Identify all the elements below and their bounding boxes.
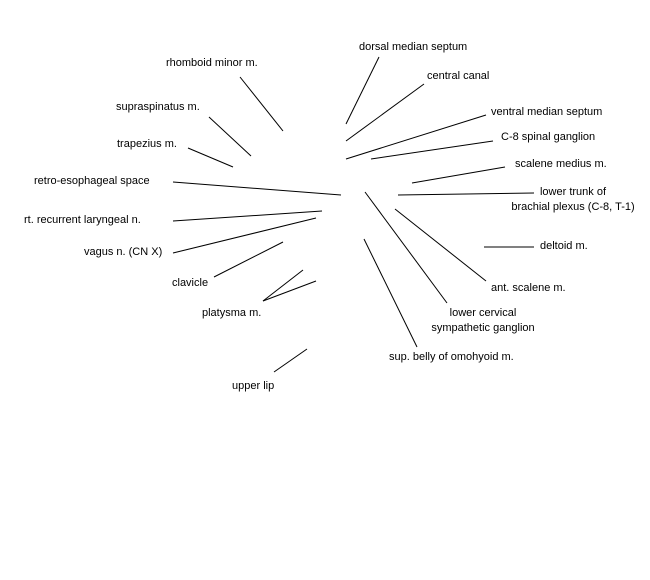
leader-line-ant-scalene: [394, 208, 487, 282]
leader-line-clavicle: [213, 241, 284, 278]
leader-line-upper-lip: [273, 348, 308, 373]
leader-line-rhomboid-minor: [239, 76, 284, 132]
leader-line-platysma-upper: [262, 269, 304, 302]
label-upper-lip: upper lip: [232, 380, 275, 392]
label-scalene-medius: scalene medius m.: [515, 158, 607, 170]
label-recurrent-laryngeal: rt. recurrent laryngeal n.: [24, 214, 141, 226]
label-c8-spinal-ganglion: C-8 spinal ganglion: [501, 131, 596, 143]
label-omohyoid: sup. belly of omohyoid m.: [389, 351, 514, 363]
leader-line-ventral-median-septum: [345, 114, 487, 160]
label-vagus: vagus n. (CN X): [84, 246, 163, 258]
label-lower-trunk-line2: brachial plexus (C-8, T-1): [511, 201, 635, 213]
leader-line-scalene-medius: [411, 166, 506, 184]
label-trapezius: trapezius m.: [117, 138, 177, 150]
leader-line-trapezius: [187, 147, 234, 168]
label-ventral-median-septum: ventral median septum: [491, 106, 603, 118]
label-ant-scalene: ant. scalene m.: [491, 282, 566, 294]
label-platysma: platysma m.: [202, 307, 262, 319]
leader-line-retro-esophageal: [172, 181, 342, 196]
leader-line-recurrent-laryngeal: [172, 210, 323, 222]
label-lower-trunk-line1: lower trunk of: [539, 186, 607, 198]
label-dorsal-median-septum: dorsal median septum: [359, 41, 468, 53]
label-clavicle: clavicle: [172, 277, 209, 289]
label-lower-trunk: lower trunk of brachial plexus (C-8, T-1…: [508, 185, 638, 215]
leader-line-central-canal: [345, 83, 425, 142]
leader-line-supraspinatus: [208, 116, 252, 157]
label-lower-cervical-ganglion: lower cervical sympathetic ganglion: [418, 306, 548, 336]
label-supraspinatus: supraspinatus m.: [116, 101, 200, 113]
leader-line-lower-cervical-ganglion: [364, 191, 448, 304]
leader-line-lower-trunk: [397, 192, 535, 196]
label-lower-cervical-line1: lower cervical: [449, 307, 517, 319]
label-deltoid: deltoid m.: [540, 240, 588, 252]
leader-line-c8-spinal-ganglion: [370, 140, 494, 160]
leader-line-platysma-lower: [262, 280, 317, 302]
label-central-canal: central canal: [427, 70, 490, 82]
leader-line-dorsal-median-septum: [345, 56, 380, 125]
label-lower-cervical-line2: sympathetic ganglion: [431, 322, 535, 334]
label-retro-esophageal: retro-esophageal space: [34, 175, 150, 187]
label-rhomboid-minor: rhomboid minor m.: [166, 57, 258, 69]
leader-line-omohyoid: [363, 238, 418, 348]
leader-line-vagus: [172, 217, 317, 254]
